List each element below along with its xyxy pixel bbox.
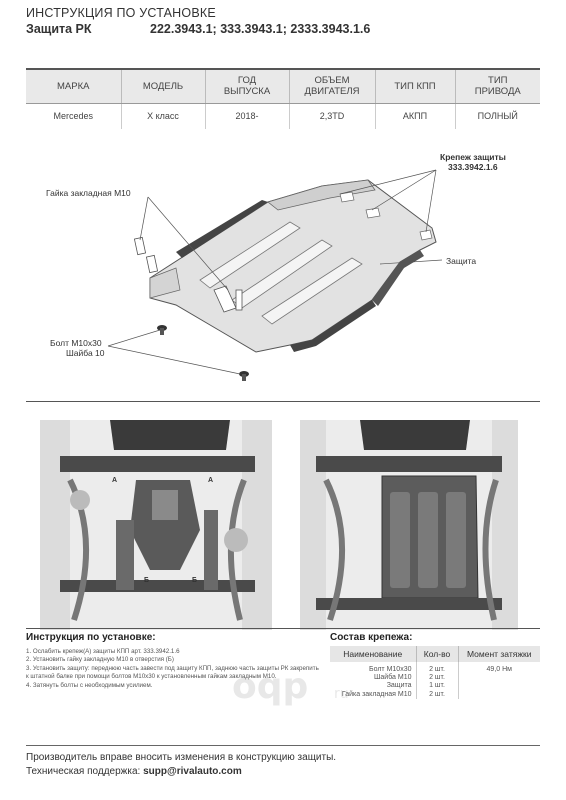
fasteners-header-name: Наименование <box>330 646 416 662</box>
spec-make: Mercedes <box>53 111 93 122</box>
fastener-torque: 49,0 Нм <box>486 666 512 673</box>
fastener-name: Шайба М10 <box>373 674 412 682</box>
photo-mark-b: Б <box>144 577 150 584</box>
photo-mark-a: А <box>208 477 214 484</box>
guard-plate-illustration <box>107 169 443 381</box>
spec-year: 2018- <box>204 103 289 129</box>
spec-row: Mercedes X класс 2018- 2,3TD АКПП ПОЛНЫЙ <box>26 103 540 129</box>
fastener-qty: 2 шт. <box>429 674 445 682</box>
fastener-name: Защита <box>386 682 412 690</box>
bolt-label: Болт М10х30 <box>50 338 102 348</box>
disclaimer: Производитель вправе вносить изменения в… <box>26 752 337 763</box>
photo-mark-b: Б <box>192 577 198 584</box>
spec-gearbox: АКПП <box>374 103 455 129</box>
support-label: Техническая поддержка: <box>26 766 141 777</box>
fasteners-header-qty: Кол-во <box>415 646 458 662</box>
divider <box>26 628 540 629</box>
instruction-step: 1. Ослабить крепеж(А) защиты КПП арт. 33… <box>26 648 180 655</box>
photo-mark-a: А <box>112 477 118 484</box>
support-line: Техническая поддержка: supp@rivalauto.co… <box>26 766 242 777</box>
divider <box>26 745 540 746</box>
guard-drawing: Крепеж защиты 333.3942.1.6 Гайка закладн… <box>0 140 566 390</box>
fasteners-quantities: 2 шт. 2 шт. 1 шт. 2 шт. <box>415 662 458 699</box>
fasteners-title: Состав крепежа: <box>330 632 413 643</box>
fastener-name: Гайка закладная М10 <box>341 690 412 698</box>
instruction-step: 4. Затянуть болты с необходимым усилием. <box>26 681 153 689</box>
before-install-photo: А А Б Б <box>40 420 272 630</box>
guard-label: Защита <box>446 256 477 266</box>
instructions-title: Инструкция по установке: <box>26 632 156 643</box>
instruction-step: 2. Установить гайку закладную М10 в отве… <box>26 656 174 664</box>
fastener-qty: 2 шт. <box>429 690 445 698</box>
bolt-icon <box>239 371 249 381</box>
fastener-qty: 1 шт. <box>429 682 445 690</box>
instruction-step: 3. Установить защиту: переднюю часть зав… <box>26 664 319 681</box>
spec-drive: ПОЛНЫЙ <box>454 103 540 129</box>
fastener-qty: 2 шт. <box>429 666 445 673</box>
support-email-link[interactable]: supp@rivalauto.com <box>143 766 242 777</box>
product-codes: 222.3943.1; 333.3943.1; 2333.3943.1.6 <box>150 22 371 36</box>
bolt-icon <box>157 325 167 335</box>
fastener-kit-code: 333.3942.1.6 <box>448 162 498 172</box>
watermark-logo: oqp ru <box>228 664 378 707</box>
fasteners-table: Наименование Кол-во Момент затяжки Болт … <box>330 646 540 699</box>
fasteners-header-torque: Момент затяжки <box>457 646 540 662</box>
watermark-suffix: ru <box>334 686 349 702</box>
fastener-kit-label: Крепеж защиты <box>440 152 506 162</box>
spec-engine: 2,3TD <box>288 103 375 129</box>
nut-label: Гайка закладная М10 <box>46 188 131 198</box>
spec-header-gearbox: ТИП КПП <box>374 68 455 104</box>
spec-header-make: МАРКА <box>26 68 121 104</box>
watermark-text: oqp <box>232 666 308 706</box>
divider <box>26 401 540 402</box>
fasteners-torque: 49,0 Нм <box>457 662 540 699</box>
spec-model: X класс <box>120 103 205 129</box>
fasteners-names: Болт М10х30 Шайба М10 Защита Гайка закла… <box>330 662 416 699</box>
instructions-list: 1. Ослабить крепеж(А) защиты КПП арт. 33… <box>26 648 322 690</box>
fastener-name: Болт М10х30 <box>369 666 412 673</box>
spec-header-model: МОДЕЛЬ <box>120 68 205 104</box>
product-name: Защита РК <box>26 22 92 36</box>
after-install-photo <box>300 420 518 630</box>
document-title: ИНСТРУКЦИЯ ПО УСТАНОВКЕ <box>26 6 216 20</box>
washer-label: Шайба 10 <box>66 348 105 358</box>
